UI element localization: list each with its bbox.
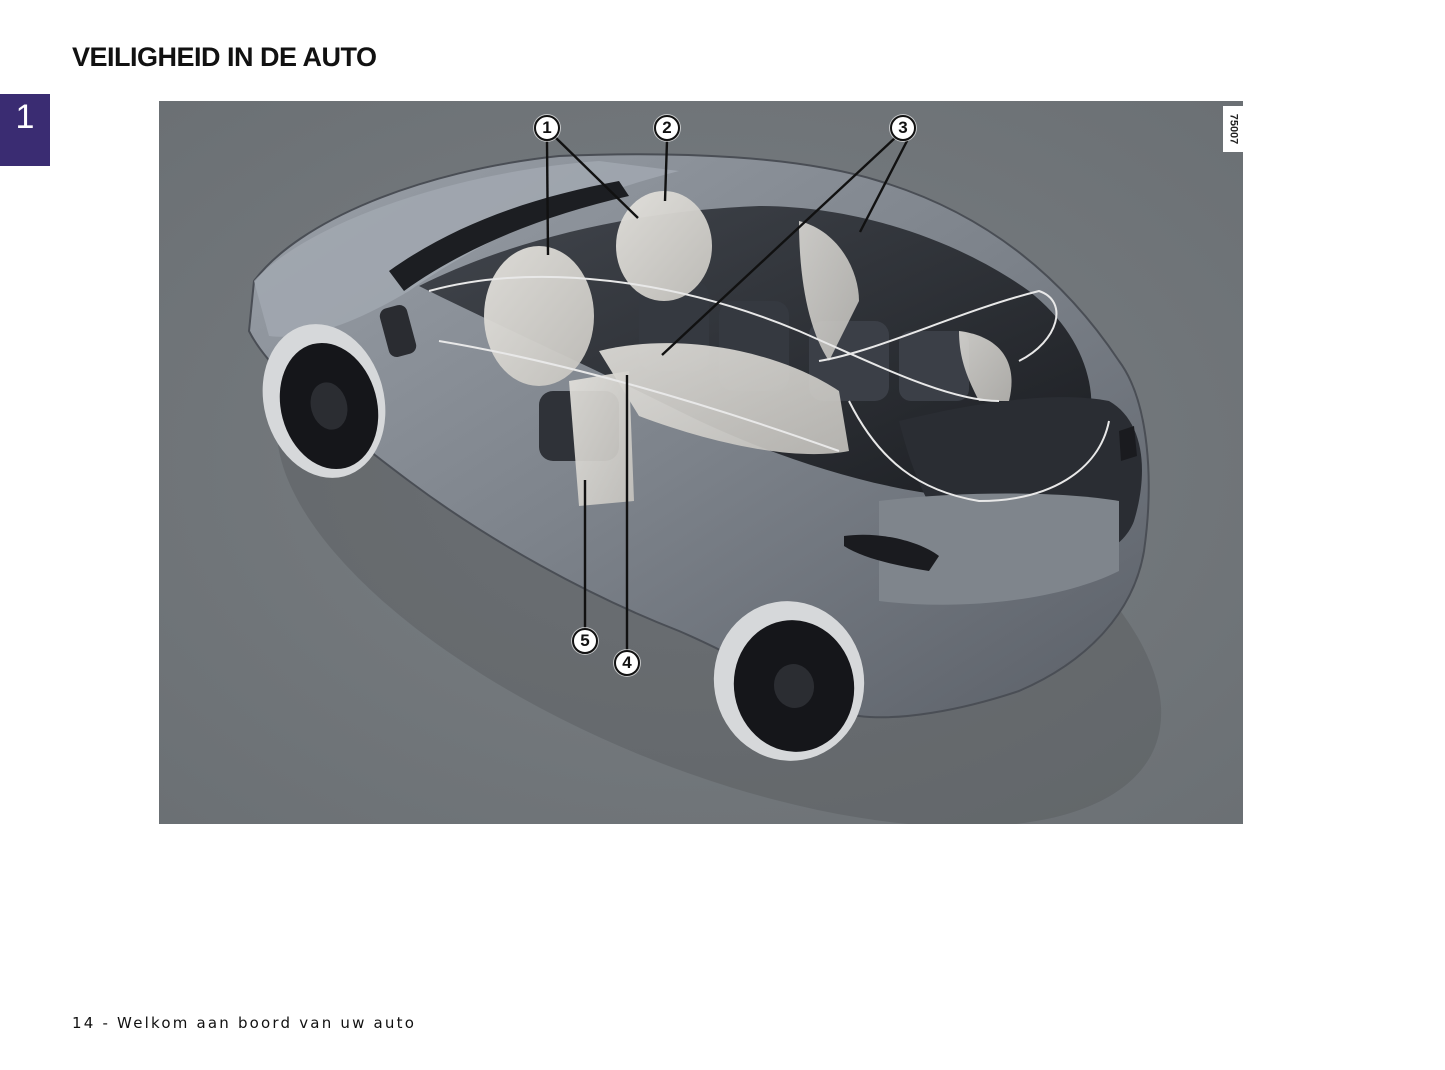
- callout-4: 4: [614, 650, 640, 676]
- figure-reference-text: 75007: [1227, 113, 1239, 145]
- callout-3: 3: [890, 115, 916, 141]
- callout-2: 2: [654, 115, 680, 141]
- page-footer: 14 - Welkom aan boord van uw auto: [72, 1014, 417, 1032]
- chapter-tab: 1: [0, 94, 50, 166]
- callout-5: 5: [572, 628, 598, 654]
- rear-wheel: [713, 601, 865, 761]
- front-wheel: [262, 324, 386, 478]
- figure-reference-code: 75007: [1223, 106, 1243, 152]
- callout-leader-lines: [545, 136, 910, 650]
- callout-1: 1: [534, 115, 560, 141]
- car-illustration: [159, 101, 1243, 824]
- airbag-illustration: 1 2 3 4 5: [159, 101, 1243, 824]
- chapter-number: 1: [15, 98, 35, 136]
- page-title: VEILIGHEID IN DE AUTO: [72, 42, 377, 72]
